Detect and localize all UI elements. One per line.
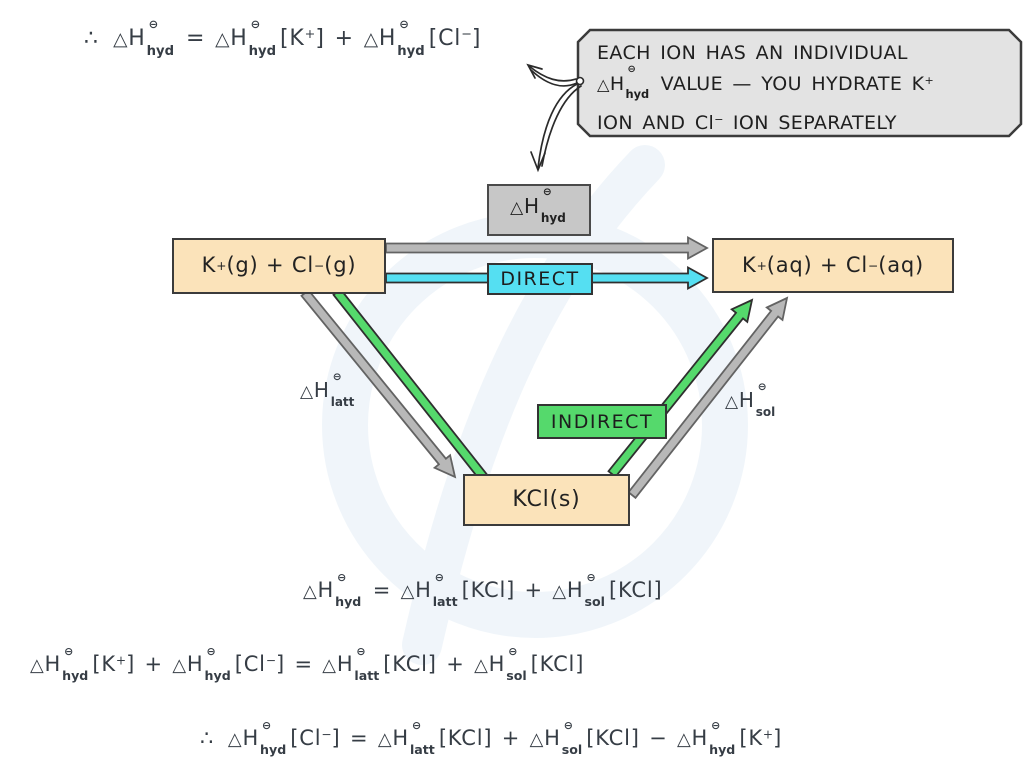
equation-chloride-hydration-result: ∴△H⊖hyd[Cl−]=△H⊖latt[KCl]+△H⊖sol[KCl]−△H… [200, 718, 783, 758]
direct-route-label: DIRECT [487, 263, 593, 295]
equation-sum-of-ion-hydration: △H⊖hyd[K+]+△H⊖hyd[Cl−]=△H⊖latt[KCl]+△H⊖s… [30, 644, 585, 684]
solution-enthalpy-label: △H⊖sol [725, 380, 776, 419]
callout-text: EACH ION HAS AN INDIVIDUAL△H⊖hyd VALUE —… [597, 42, 934, 135]
lattice-arrow-gray [300, 288, 457, 479]
solution-arrow-gray [627, 296, 789, 500]
aqueous-ions-box: K+(aq) + Cl−(aq) [712, 238, 954, 293]
lattice-enthalpy-label: △H⊖latt [300, 370, 355, 409]
callout-bubble [576, 28, 1023, 138]
callout-pointer-arrow-to-equation [526, 63, 578, 87]
hydration-arrow [385, 235, 709, 261]
callout-anchor-dot [575, 76, 585, 86]
hydration-enthalpy-box: △H⊖hyd [487, 184, 591, 236]
gaseous-ions-box: K+(g) + Cl−(g) [172, 238, 386, 294]
callout-pointer-arrow-to-hyd-box [530, 83, 582, 173]
equation-hyd-equals-latt-plus-sol: △H⊖hyd=△H⊖latt[KCl]+△H⊖sol[KCl] [303, 570, 663, 610]
indirect-route-label: INDIRECT [537, 404, 667, 439]
top-equation: ∴△H⊖hyd=△H⊖hyd[K+]+△H⊖hyd[Cl−] [84, 17, 482, 59]
kcl-solid-box: KCl(s) [463, 474, 630, 526]
